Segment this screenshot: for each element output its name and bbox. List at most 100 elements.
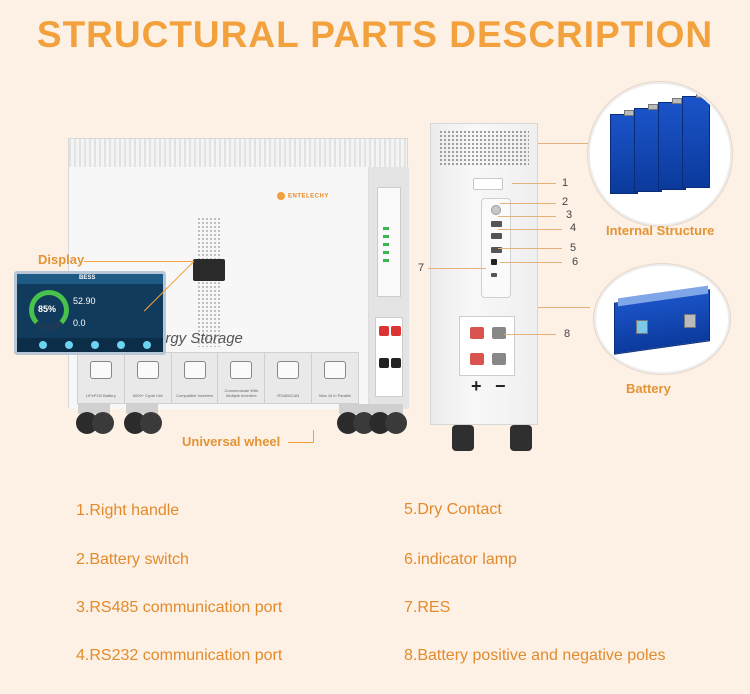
side-vent xyxy=(439,130,529,166)
feature-label: Max 16 in Parallel xyxy=(319,393,351,398)
positive-pole xyxy=(492,327,506,339)
cabinet-side xyxy=(369,167,409,409)
leader-line-1 xyxy=(512,183,556,184)
display-module xyxy=(193,259,225,281)
wheel-bracket xyxy=(339,404,371,414)
positive-sign: + xyxy=(471,376,482,396)
part-label-1: 1.Right handle xyxy=(76,502,180,519)
feature-label: Compatible Inverters xyxy=(176,393,214,398)
display-callout: Display xyxy=(38,252,85,267)
leader-line-5 xyxy=(498,248,562,249)
battery-terminal xyxy=(684,314,696,328)
universal-wheel xyxy=(120,404,164,434)
feature-item: 6000+ Cycle Life xyxy=(125,353,172,403)
internal-structure-callout: Internal Structure xyxy=(606,223,715,238)
negative-sign: − xyxy=(495,376,506,396)
indicator-leds xyxy=(383,227,389,267)
wheel-bracket xyxy=(78,404,110,414)
leader-line-2 xyxy=(500,203,556,204)
universal-wheel xyxy=(365,404,409,434)
voltage-value: 52.90 xyxy=(73,296,96,306)
leader-line-4 xyxy=(498,229,562,230)
part-number-2: 2 xyxy=(562,196,569,208)
part-number-3: 3 xyxy=(566,209,573,221)
lcd-header: BESS xyxy=(17,274,163,284)
wheel-tyre xyxy=(92,412,114,434)
battery-poles xyxy=(459,316,515,376)
negative-terminal xyxy=(391,358,401,368)
lcd-button-icon xyxy=(65,341,73,349)
port-panel xyxy=(481,198,511,298)
terminal-nut xyxy=(648,104,658,110)
battery-cell xyxy=(682,96,710,188)
feature-item: LiFePO4 Battery xyxy=(78,353,125,403)
feature-item: Max 16 in Parallel xyxy=(312,353,358,403)
battery-image xyxy=(594,264,730,374)
battery-leader xyxy=(538,307,590,308)
soc-gauge xyxy=(29,290,69,330)
part-number-4: 4 xyxy=(570,222,577,234)
positive-pole xyxy=(470,327,484,339)
leader-line-7 xyxy=(428,268,486,269)
wheel-leader-line xyxy=(288,442,314,443)
product-name: ergy Storage xyxy=(157,330,243,347)
lcd-title: BESS xyxy=(79,275,96,281)
bms-icon xyxy=(183,361,206,379)
part-label-3: 3.RS485 communication port xyxy=(76,599,283,616)
feature-item: RS485/CAN xyxy=(265,353,313,403)
part-number-6: 6 xyxy=(572,256,579,268)
feature-label: 6000+ Cycle Life xyxy=(132,393,163,398)
feature-item: Compatible Inverters xyxy=(172,353,219,403)
leader-line-6 xyxy=(500,262,562,263)
part-number-5: 5 xyxy=(570,242,577,254)
side-wheel xyxy=(510,425,532,451)
part-label-5: 5.Dry Contact xyxy=(404,501,502,518)
inverter-icon xyxy=(230,361,253,379)
res-button xyxy=(491,273,497,277)
display-leader-line xyxy=(84,261,194,262)
part-label-6: 6.indicator lamp xyxy=(404,551,517,568)
part-label-8: 8.Battery positive and negative poles xyxy=(404,647,666,664)
universal-wheel-callout: Universal wheel xyxy=(182,434,281,449)
battery-cell xyxy=(610,114,638,194)
wheel-tyre xyxy=(385,412,407,434)
battery-callout: Battery xyxy=(626,381,671,396)
brand-logo-text: ENTELECHY xyxy=(288,193,329,200)
parallel-icon xyxy=(324,361,347,379)
negative-pole xyxy=(470,353,484,365)
lcd-button-icon xyxy=(117,341,125,349)
terminal-nut xyxy=(696,92,706,98)
terminal-nut xyxy=(672,98,682,104)
lcd-button-icon xyxy=(91,341,99,349)
terminal-nut xyxy=(624,110,634,116)
terminal-block xyxy=(375,317,403,397)
wheel-bracket xyxy=(126,404,158,414)
front-panel: ENTELECHY ergy Storage LiFePO4 Battery 6… xyxy=(69,167,369,409)
part-label-7: 7.RES xyxy=(404,599,451,616)
wheel-leader-line xyxy=(313,430,314,442)
rs232-port xyxy=(491,233,502,239)
feature-strip: LiFePO4 Battery 6000+ Cycle Life Compati… xyxy=(77,352,359,404)
positive-terminal xyxy=(379,326,389,336)
cabinet-side-view: + − xyxy=(430,123,538,425)
part-label-2: 2.Battery switch xyxy=(76,551,189,568)
side-wheel xyxy=(452,425,474,451)
wheel-bracket xyxy=(371,404,403,414)
battery-terminal xyxy=(636,320,648,334)
page-title: STRUCTURAL PARTS DESCRIPTION xyxy=(36,14,714,55)
feature-label: RS485/CAN xyxy=(277,393,300,398)
leader-line-8 xyxy=(504,334,556,335)
rs485-port xyxy=(491,221,502,227)
network-icon xyxy=(277,361,300,379)
battery-icon xyxy=(89,361,112,379)
part-number-8: 8 xyxy=(564,328,571,340)
internal-structure-leader xyxy=(538,143,588,144)
brand-logo: ENTELECHY xyxy=(277,192,329,200)
top-vent xyxy=(69,139,407,167)
positive-terminal xyxy=(391,326,401,336)
part-number-7: 7 xyxy=(418,262,425,274)
logo-icon xyxy=(277,192,285,200)
energy-storage-cabinet: ENTELECHY ergy Storage LiFePO4 Battery 6… xyxy=(68,138,409,409)
dry-contact-port xyxy=(491,247,502,253)
feature-label: LiFePO4 Battery xyxy=(86,393,116,398)
